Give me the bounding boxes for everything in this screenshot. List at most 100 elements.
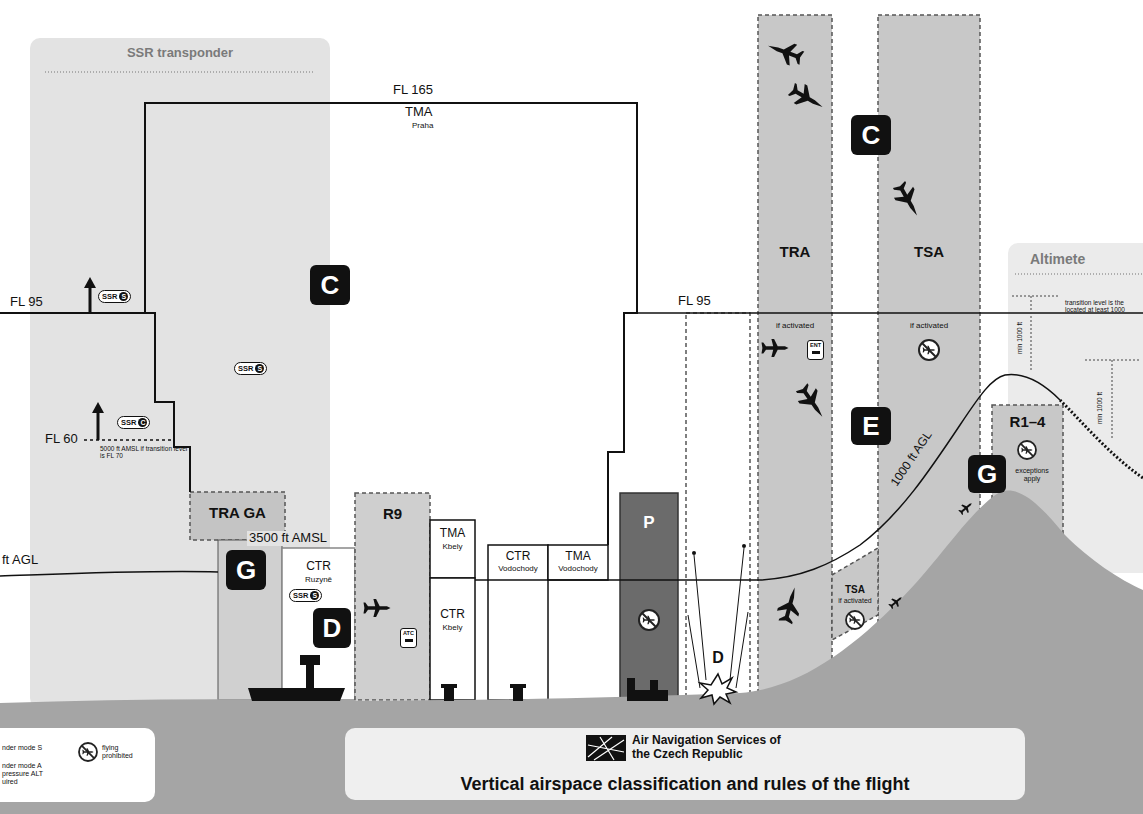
badge-text: ATC <box>401 630 416 636</box>
info-panel: Altimete transition level is the located … <box>1008 243 1143 563</box>
terminal-area: TMAVodochody <box>548 545 608 580</box>
airspace-class: E <box>851 407 891 445</box>
area-label: CTR <box>282 560 355 574</box>
light-aircraft <box>957 499 975 516</box>
label-anchor: 3500 ft AMSL <box>247 531 329 546</box>
area-label: TRA GA <box>190 504 285 521</box>
tra-area <box>758 15 832 700</box>
area-label: TMA <box>430 527 475 541</box>
badge-mode: S <box>310 591 319 600</box>
area-label: R1–4 <box>992 413 1063 430</box>
area-label: Ruzyně <box>282 575 355 584</box>
altitude-label: ft AGL <box>2 553 38 568</box>
area-label: Kbely <box>430 623 475 632</box>
label-anchor: Praha <box>412 121 433 130</box>
badge-text: ENT <box>808 342 823 348</box>
label-anchor: ENT <box>807 340 824 360</box>
altitude-label: Praha <box>412 121 433 130</box>
altitude-label: min 1000 ft <box>1016 322 1023 354</box>
legend-item: nder mode A pressure ALT uired <box>2 762 54 786</box>
area-label: C <box>310 265 350 305</box>
clearance-badge: ATC <box>400 628 417 648</box>
no-fly-symbol <box>1018 441 1036 459</box>
area-label: TMA <box>548 550 608 564</box>
area-label: D <box>686 649 750 667</box>
label-anchor: SSRS <box>98 290 131 303</box>
area-label: transition level is the located at least… <box>1065 299 1143 314</box>
spark <box>742 544 746 548</box>
legend-text: flying prohibited <box>102 744 147 760</box>
r9-area <box>355 493 430 700</box>
tma-vodochody-area <box>548 545 608 580</box>
header-rule <box>1015 273 1143 275</box>
tsa-small-area <box>832 548 878 640</box>
publisher-panel-fill <box>345 728 1025 800</box>
area-label: TSA <box>832 584 878 596</box>
legend-item: nder mode S <box>2 744 62 752</box>
light-aircraft <box>762 339 789 357</box>
ctr-ruzyne-area <box>282 548 355 700</box>
restricted-area: R9 <box>355 493 430 700</box>
transponder-badge: SSRC <box>117 416 150 429</box>
airspace-class: C <box>851 115 891 155</box>
level-arrow <box>89 286 92 313</box>
light-aircraft <box>364 599 391 617</box>
altitude-label: FL 95 <box>678 294 711 309</box>
area-label: Altimete <box>1030 251 1143 267</box>
altitude-label: FL 95 <box>10 295 43 310</box>
badge-text: SSR <box>102 291 117 302</box>
area-label: P <box>620 513 678 533</box>
airspace-class: G <box>226 550 266 590</box>
spark <box>692 551 696 555</box>
label-anchor: FL 60 <box>45 432 78 447</box>
danger-area-outline <box>686 313 750 700</box>
level-arrow <box>97 411 100 440</box>
legend-text: nder mode S <box>2 744 62 752</box>
area-label: Kbely <box>430 542 475 551</box>
area-label: if activated <box>878 321 980 330</box>
altitude-label: min 1000 ft <box>1096 392 1103 424</box>
class-g-area <box>218 540 282 700</box>
label-anchor: SSRS <box>234 362 267 375</box>
area-label: R9 <box>355 505 430 522</box>
military-jet <box>775 585 806 625</box>
label-anchor: 5000 ft AMSL if transition level is FL 7… <box>100 445 188 460</box>
airport-terminal <box>248 688 345 701</box>
no-fly-symbol <box>846 611 864 629</box>
publisher-panel: Air Navigation Services of the Czech Rep… <box>345 728 1025 800</box>
badge-text: SSR <box>121 417 136 428</box>
area-label: C <box>851 115 891 155</box>
altitude-label: FL 60 <box>45 432 78 447</box>
label-anchor: TMA <box>405 105 432 120</box>
area-label: if activated <box>758 321 832 330</box>
tma-boundary <box>0 103 637 545</box>
altitude-label: FL 165 <box>393 83 433 98</box>
airfield-tower <box>510 684 526 701</box>
control-zone: CTRKbely <box>430 578 475 700</box>
tma-kbely-area <box>430 520 475 578</box>
header-rule <box>45 71 315 73</box>
area-label: exceptions apply <box>1009 467 1055 483</box>
badge-mode: S <box>119 292 128 301</box>
airspace-class: C <box>310 265 350 305</box>
military-jet <box>786 79 828 116</box>
control-tower <box>306 664 314 688</box>
factory <box>627 678 668 701</box>
label-anchor: FL 95 <box>678 294 711 309</box>
control-zone: CTRVodochody <box>488 545 548 700</box>
ground <box>0 491 1143 814</box>
area-label: G <box>968 455 1006 493</box>
airfield-tower <box>441 684 457 701</box>
area-label: D <box>313 608 351 648</box>
airspace-panel: SSR transponder <box>30 38 330 708</box>
no-fly-symbol <box>79 743 97 761</box>
area-label: E <box>851 407 891 445</box>
control-zone: CTRRuzyněD <box>282 548 355 700</box>
legend-panel <box>0 728 155 802</box>
badge-mark <box>405 639 413 642</box>
airspace-class: G <box>968 455 1006 493</box>
area-label: Vodochody <box>488 564 548 573</box>
area-label: CTR <box>488 550 548 564</box>
